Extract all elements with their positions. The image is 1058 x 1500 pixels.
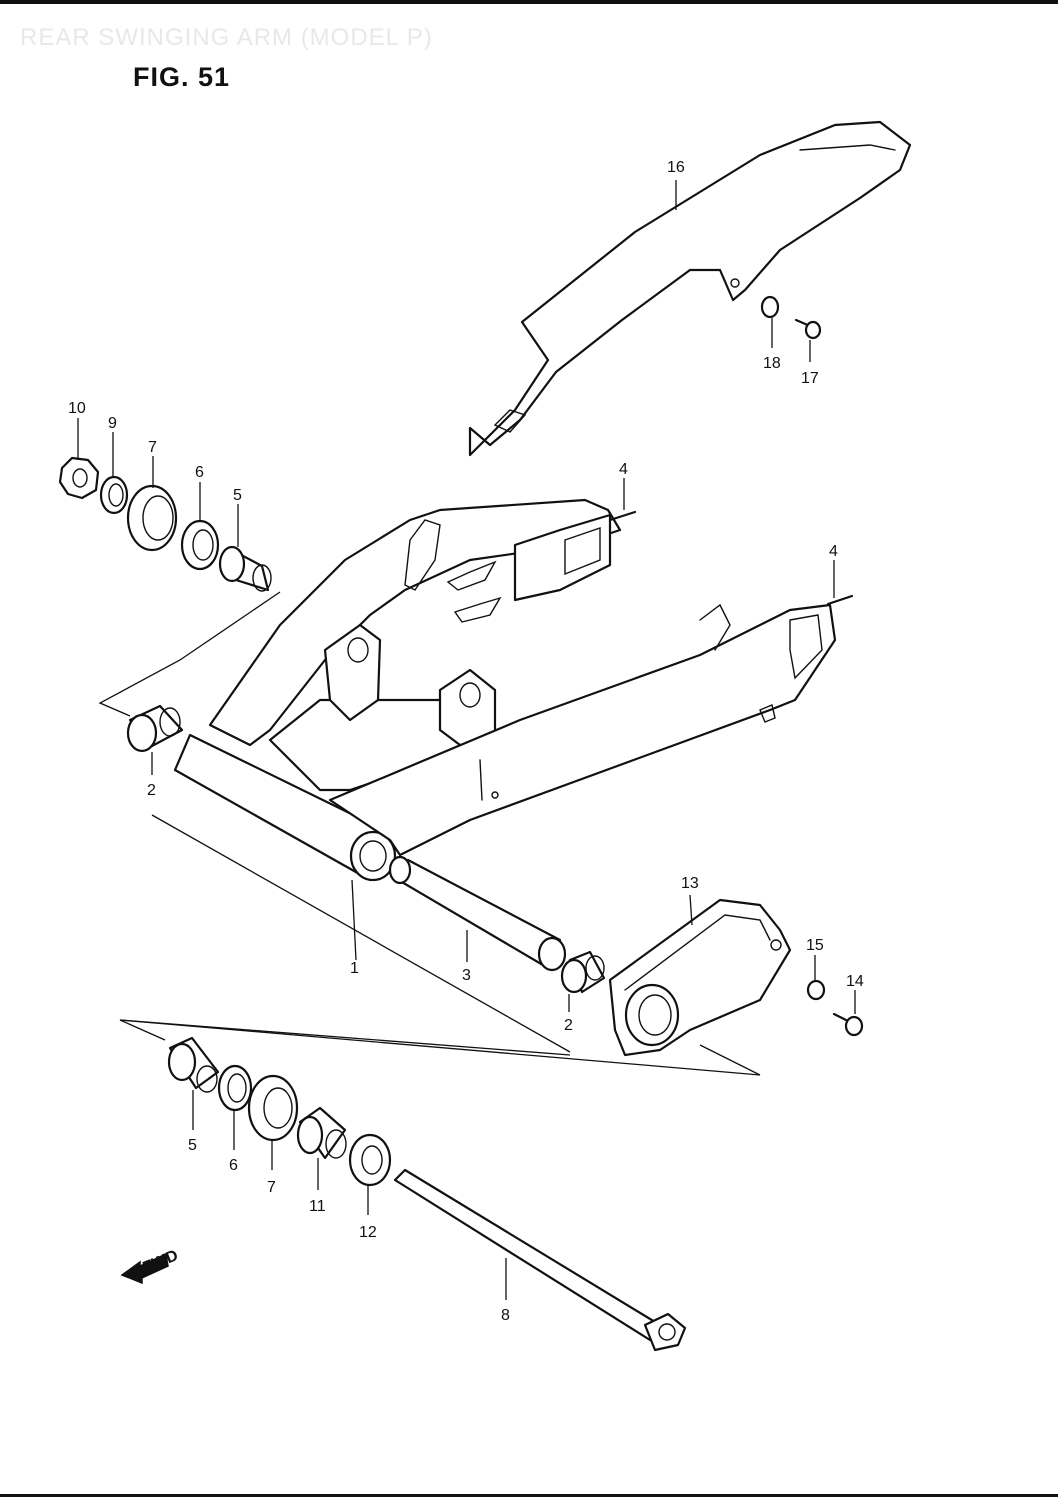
part-6-washer-lower — [217, 1064, 253, 1112]
part-6-washer — [180, 519, 220, 571]
callout-labels: 16 18 17 10 9 7 6 5 4 4 2 1 3 2 13 15 14… — [68, 159, 864, 1324]
assembly-line-pivot — [151, 814, 571, 1053]
callout-6b: 6 — [229, 1157, 238, 1174]
callout-16: 16 — [667, 159, 685, 176]
fwd-label: FWD — [140, 1247, 180, 1276]
callout-15: 15 — [806, 937, 824, 954]
callout-10: 10 — [68, 400, 86, 417]
assembly-line-lower-b — [119, 1019, 761, 1076]
part-7-bearing-lower — [247, 1074, 299, 1142]
assembly-line-left — [98, 591, 281, 717]
callout-2a: 2 — [147, 782, 156, 799]
top-border — [0, 0, 1058, 4]
callout-8: 8 — [501, 1307, 510, 1324]
part-14-bolt — [832, 1012, 864, 1037]
callout-5b: 5 — [188, 1137, 197, 1154]
part-15-collar — [806, 979, 826, 1001]
callout-4b: 4 — [829, 543, 838, 560]
part-7-bearing — [126, 484, 178, 552]
part-5-bushing-lower — [167, 1036, 220, 1093]
callout-18: 18 — [763, 355, 781, 372]
callout-7b: 7 — [267, 1179, 276, 1196]
section-title: REAR SWINGING ARM (MODEL P) — [20, 24, 433, 51]
callout-13: 13 — [681, 875, 699, 892]
callout-6a: 6 — [195, 464, 204, 481]
leader-lines — [77, 180, 856, 1300]
fwd-arrow-icon: FWD — [120, 1247, 181, 1285]
part-5-bushing — [218, 545, 272, 592]
callout-7a: 7 — [148, 439, 157, 456]
part-9-washer — [99, 475, 129, 515]
part-2-needle-bearing-left — [126, 704, 184, 753]
callout-11: 11 — [309, 1198, 326, 1215]
part-11-adjusting-bolt — [296, 1106, 347, 1160]
part-17-bolt — [794, 318, 822, 340]
assembly-line-lower-d — [699, 1044, 761, 1076]
part-10-nut — [58, 456, 100, 500]
part-13-chain-buffer — [608, 898, 792, 1057]
assembly-line-lower-c — [119, 1019, 166, 1041]
bottom-border — [0, 1494, 1058, 1497]
part-8-pivot-shaft — [393, 1168, 687, 1352]
callout-5a: 5 — [233, 487, 242, 504]
part-4-adjust-bolt-lower — [826, 594, 854, 606]
callout-3: 3 — [462, 967, 471, 984]
part-1-swing-arm — [173, 498, 837, 882]
callout-14: 14 — [846, 973, 864, 990]
part-18-washer — [760, 295, 780, 319]
callout-1: 1 — [350, 960, 359, 977]
part-2-needle-bearing-right — [560, 950, 606, 994]
part-12-lock-nut — [348, 1133, 392, 1187]
callout-17: 17 — [801, 370, 819, 387]
callout-4a: 4 — [619, 461, 628, 478]
callout-9: 9 — [108, 415, 117, 432]
callout-12: 12 — [359, 1224, 377, 1241]
part-4-adjust-bolt-upper — [608, 510, 637, 522]
part-16-chain-case — [468, 120, 912, 457]
callout-2b: 2 — [564, 1017, 573, 1034]
part-3-spacer — [388, 855, 567, 972]
figure-title: FIG. 51 — [133, 62, 231, 92]
